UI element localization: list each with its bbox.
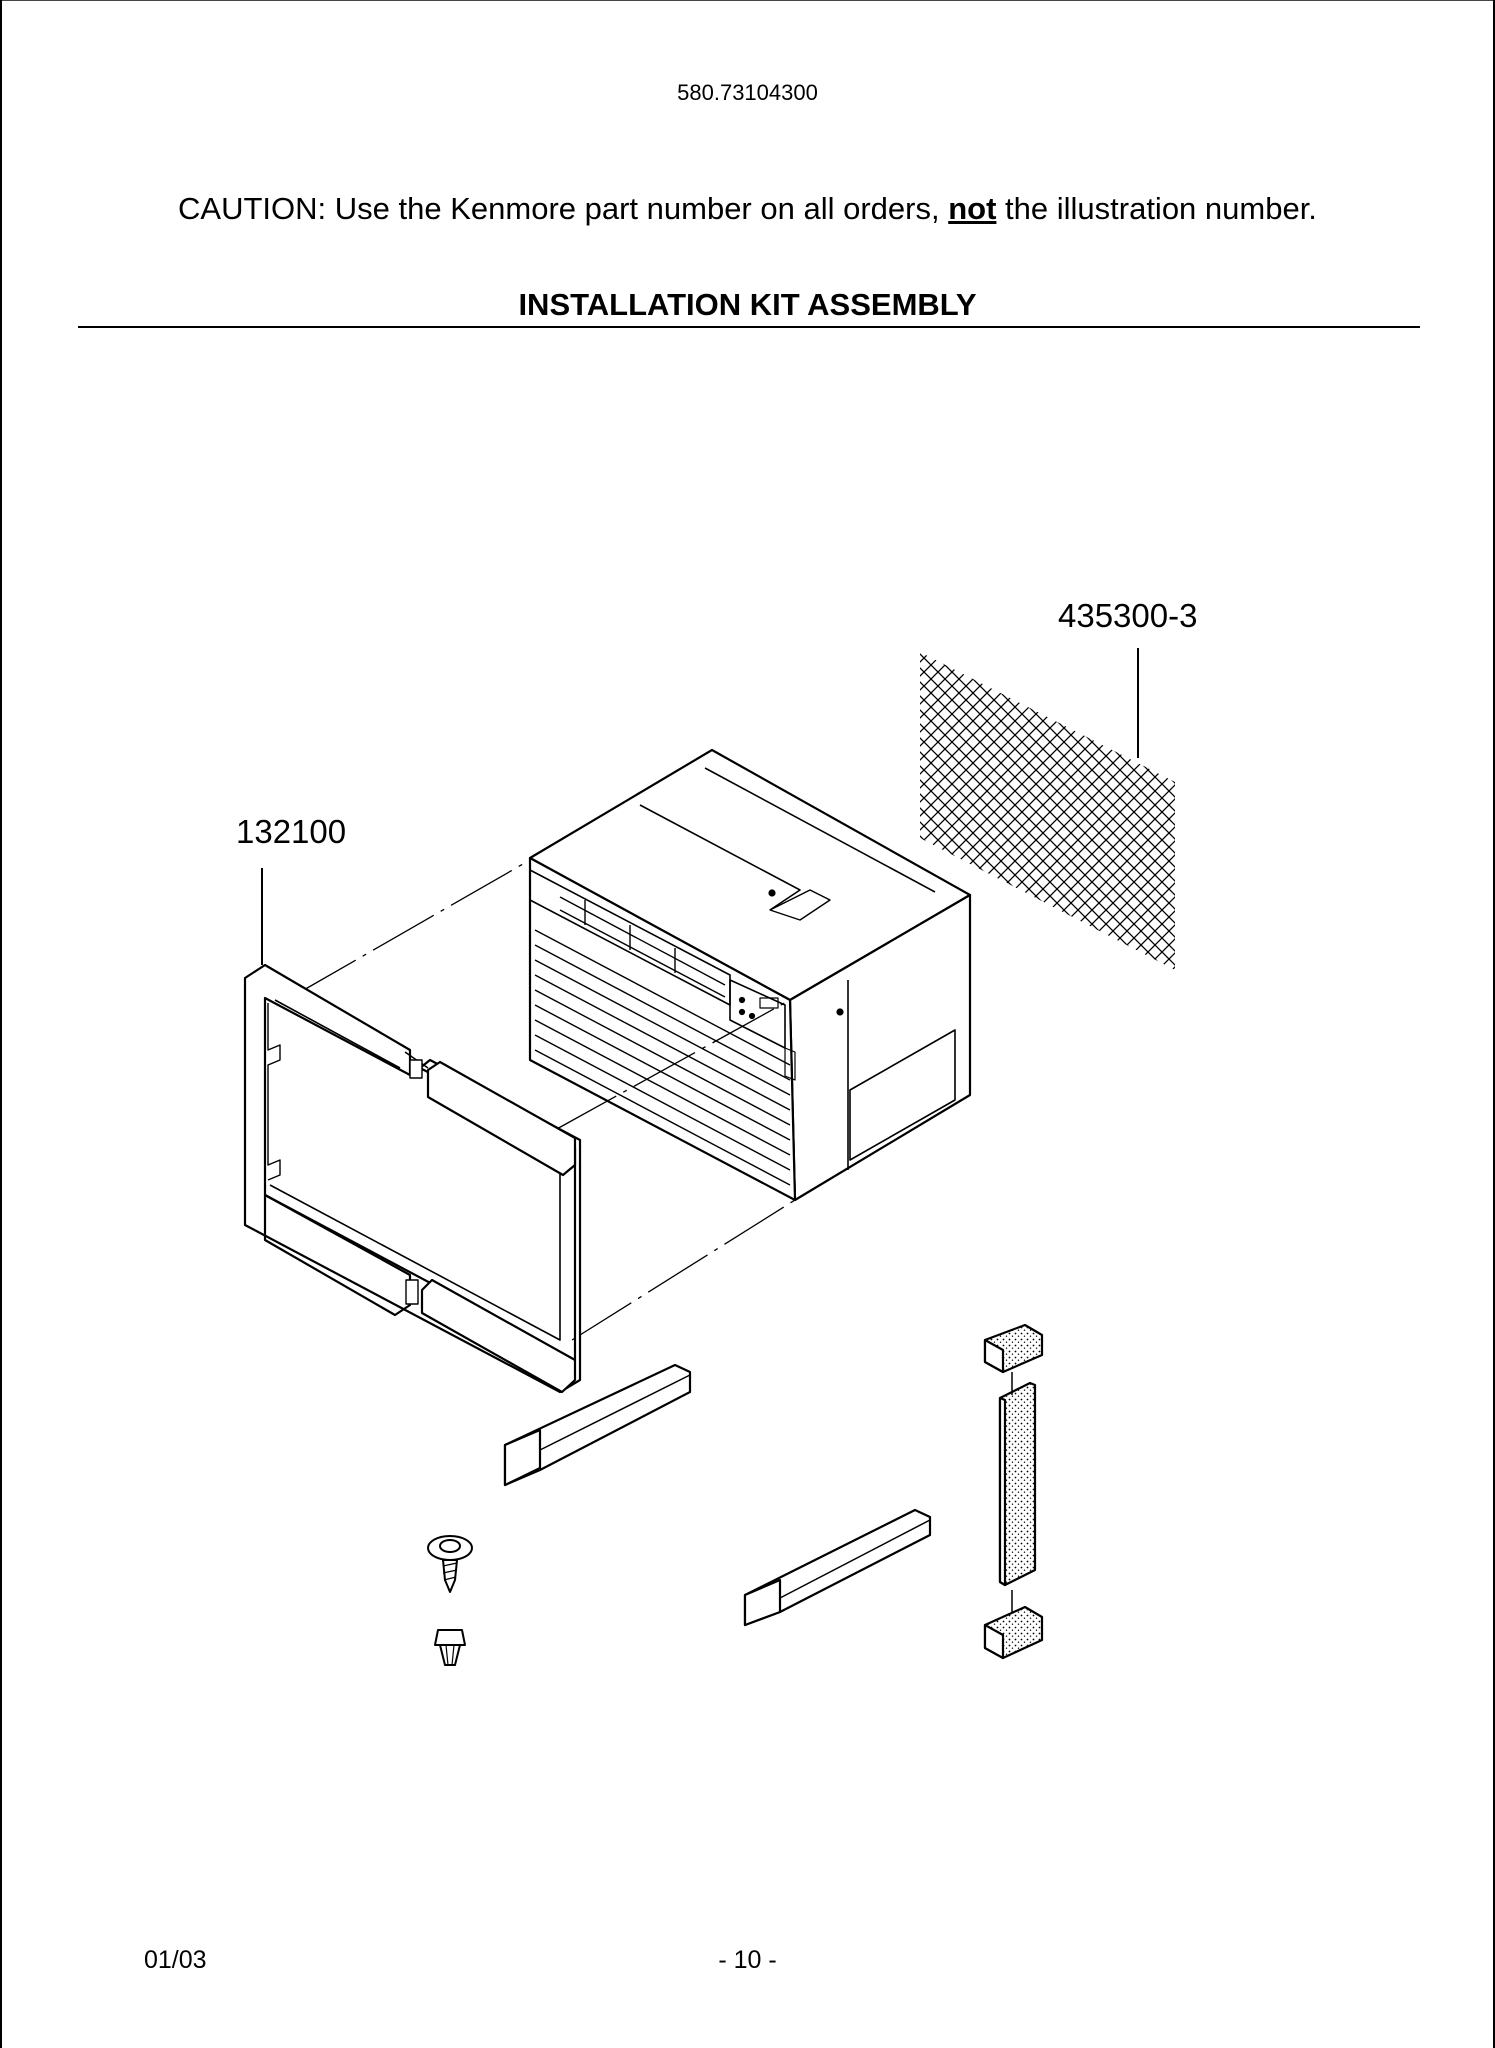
caution-prefix: CAUTION: Use the Kenmore part number on …: [178, 191, 940, 226]
installation-kit-diagram: 435300-3: [236, 597, 1197, 1666]
sill-bracket-right: [743, 1508, 932, 1627]
sill-bracket-left: [503, 1363, 692, 1487]
page-frame-right: [1493, 0, 1495, 2048]
push-clip-part: [434, 1629, 466, 1666]
caution-emphasis: not: [948, 191, 997, 226]
screw-part: [427, 1535, 473, 1593]
section-divider: [78, 326, 1420, 328]
footer-date: 01/03: [144, 1946, 207, 1974]
alignment-lines: [294, 859, 796, 1341]
frame-part-number: 132100: [236, 813, 346, 850]
section-title: INSTALLATION KIT ASSEMBLY: [518, 287, 977, 322]
screen-part-number: 435300-3: [1058, 597, 1197, 634]
foam-seal-assembly: [983, 1323, 1044, 1660]
page-number: - 10 -: [718, 1946, 777, 1974]
page-frame-top: [0, 0, 1495, 1]
model-number: 580.73104300: [677, 80, 818, 105]
front-frame-part: 132100: [236, 813, 582, 1394]
caution-notice: CAUTION: Use the Kenmore part number on …: [0, 191, 1495, 227]
page-frame-left: [0, 0, 2, 2048]
insect-screen-part: 435300-3: [920, 597, 1197, 970]
air-conditioner-unit: [528, 748, 972, 1202]
caution-suffix: the illustration number.: [1005, 191, 1317, 226]
